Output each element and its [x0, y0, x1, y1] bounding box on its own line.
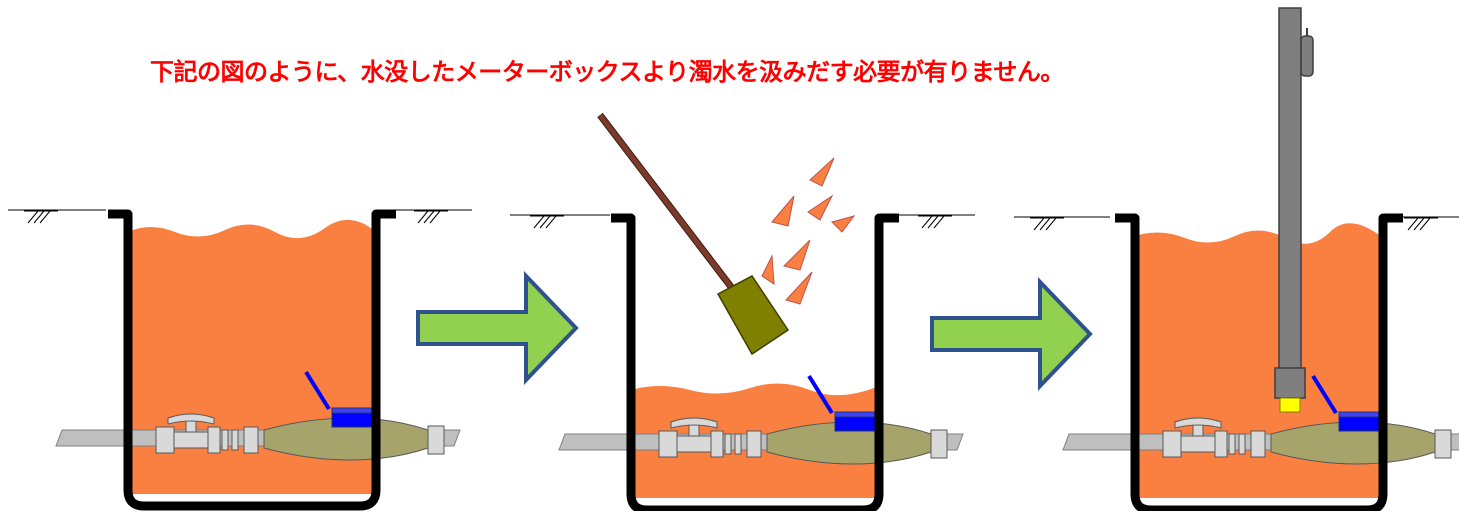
panel-bailing: [510, 112, 975, 510]
ground-hatch-icon: [1403, 217, 1439, 231]
ground-hatch-icon: [23, 210, 59, 224]
scoop-icon: [597, 112, 790, 356]
ground-hatch-icon: [917, 215, 953, 229]
ground-hatch-icon: [1029, 217, 1065, 231]
panel-probe: [1014, 7, 1459, 510]
arrow-right-icon: [416, 274, 578, 382]
caption-text: 下記の図のように、水没したメーターボックスより濁水を汲みだす必要が有りません。: [150, 58, 1064, 86]
panel-flooded-box: [8, 209, 472, 506]
ground-hatch-icon: [529, 215, 565, 229]
arrow-right-icon: [930, 280, 1092, 388]
ground-hatch-icon: [413, 210, 449, 224]
probe-pole-icon: [1274, 7, 1314, 413]
splash-icon: [761, 157, 856, 305]
